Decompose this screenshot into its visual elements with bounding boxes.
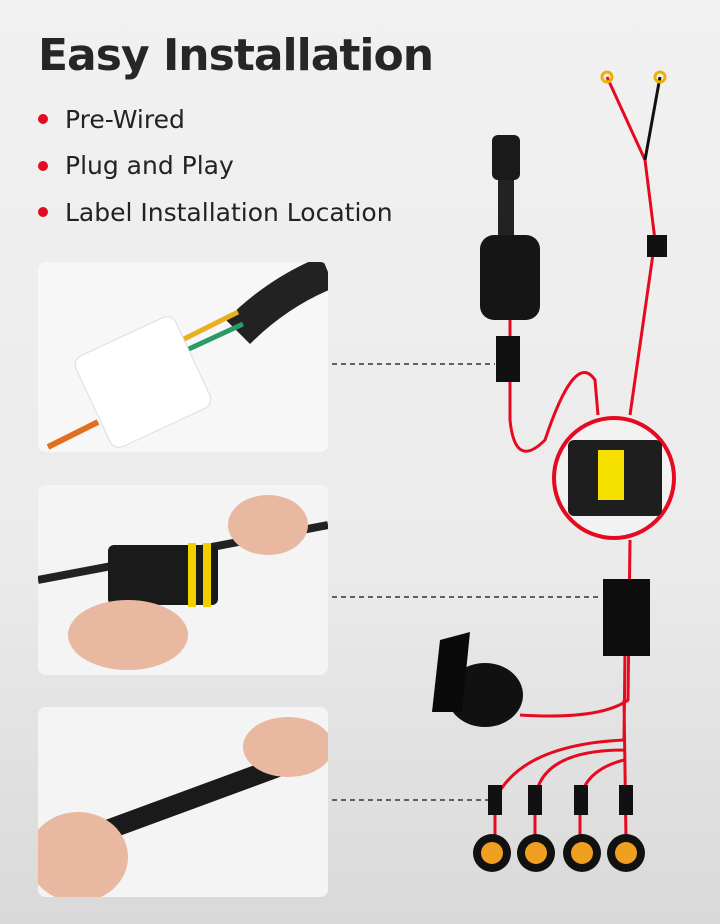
led-marker-light-icon (473, 834, 645, 872)
turn-signal-switch-icon (480, 135, 540, 320)
feature-item: Plug and Play (38, 143, 393, 190)
ring-terminal-icon (600, 70, 667, 84)
module-box-icon (603, 579, 650, 656)
photo-connector-black (38, 485, 328, 675)
horn-icon (432, 632, 523, 727)
fuse-holder-icon (647, 235, 667, 257)
feature-item: Pre-Wired (38, 96, 393, 143)
photo-connector-white (38, 262, 328, 452)
bullet-dot-icon (38, 114, 48, 125)
bullet-dot-icon (38, 207, 48, 218)
page-title: Easy Installation (38, 30, 434, 81)
connector-icon (496, 336, 520, 382)
relay-box-icon (568, 440, 662, 516)
bullet-dot-icon (38, 160, 48, 171)
feature-list: Pre-Wired Plug and Play Label Installati… (38, 96, 393, 236)
feature-item: Label Installation Location (38, 189, 393, 236)
photo-connector-round (38, 707, 328, 897)
